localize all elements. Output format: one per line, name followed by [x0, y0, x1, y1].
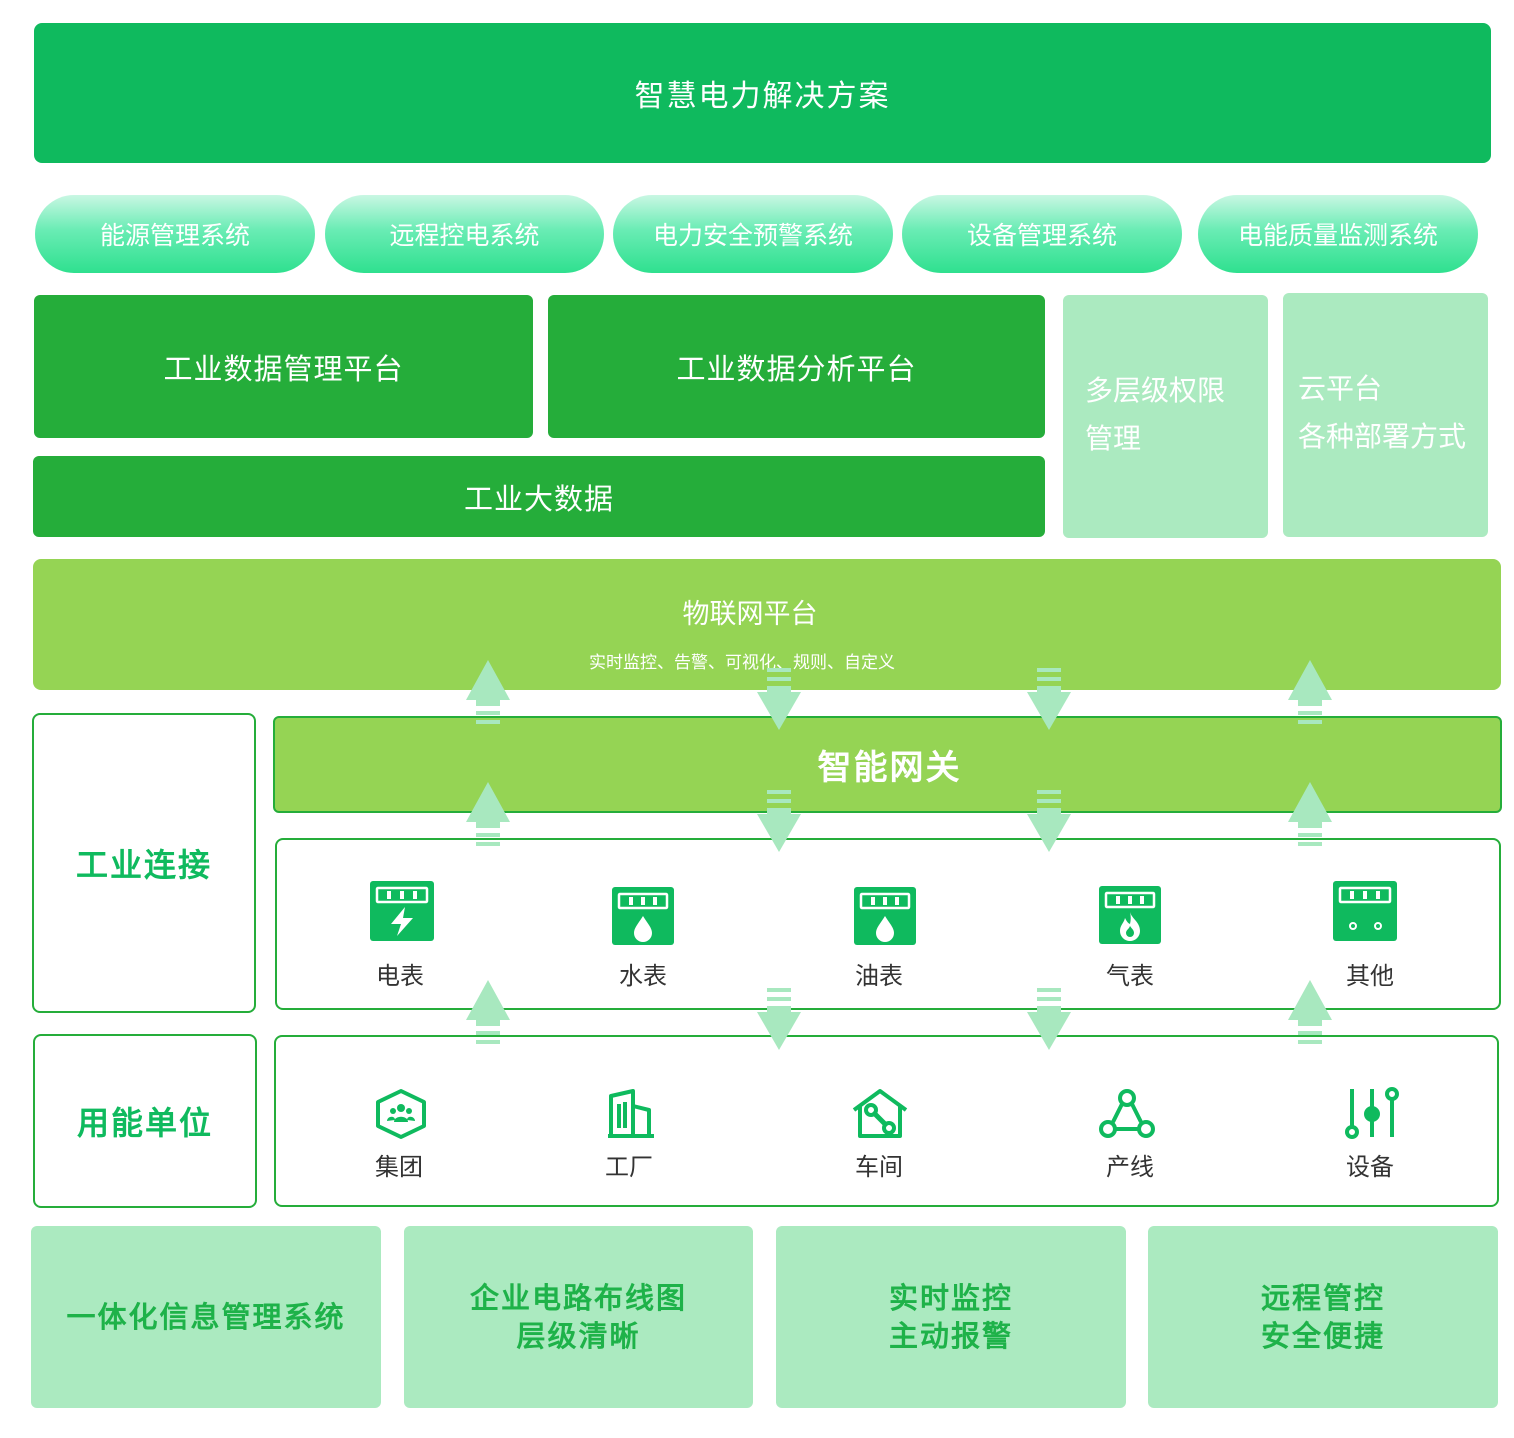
unit-label-production-line: 产线: [1106, 1153, 1154, 1181]
energy-units-panel: [274, 1035, 1499, 1207]
cloud-line-2: 各种部署方式: [1298, 420, 1467, 453]
feature-line-2: 层级清晰: [516, 1319, 641, 1353]
system-pill-power-quality[interactable]: 电能质量监测系统: [1198, 195, 1478, 273]
unit-label-equipment: 设备: [1346, 1153, 1394, 1181]
system-pill-energy[interactable]: 能源管理系统: [35, 195, 315, 273]
equipment-icon: [1343, 1086, 1401, 1140]
feature-integrated-management: 一体化信息管理系统: [31, 1226, 381, 1408]
group-icon: [373, 1088, 429, 1140]
flow-arrow-down-icon: [1027, 782, 1071, 852]
data-analysis-platform: 工业数据分析平台: [548, 295, 1045, 438]
solution-title: 智慧电力解决方案: [34, 23, 1491, 163]
smart-gateway: 智能网关: [273, 716, 1502, 813]
system-pill-device-management[interactable]: 设备管理系统: [902, 195, 1182, 273]
flow-arrow-up-icon: [466, 660, 510, 728]
flow-arrow-down-icon: [1027, 980, 1071, 1050]
workshop-icon: [851, 1088, 909, 1140]
industrial-big-data: 工业大数据: [33, 456, 1045, 537]
iot-platform-subtitle: 实时监控、告警、可视化、规则、自定义: [589, 653, 895, 673]
feature-line-2: 安全便捷: [1260, 1319, 1385, 1353]
system-pill-remote-control[interactable]: 远程控电系统: [325, 195, 604, 273]
industrial-connection-label: 工业连接: [32, 713, 256, 1013]
flow-arrow-down-icon: [757, 660, 801, 730]
unit-label-group: 集团: [375, 1153, 423, 1181]
feature-wiring-diagram: 企业电路布线图 层级清晰: [404, 1226, 753, 1408]
feature-line-1: 一体化信息管理系统: [66, 1300, 346, 1334]
flow-arrow-down-icon: [757, 782, 801, 852]
production-line-icon: [1098, 1088, 1156, 1140]
permission-management-box: 多层级权限 管理: [1063, 295, 1268, 538]
flow-arrow-down-icon: [1027, 660, 1071, 730]
flow-arrow-down-icon: [757, 980, 801, 1050]
flow-arrow-up-icon: [1288, 980, 1332, 1048]
permission-line-1: 多层级权限: [1085, 374, 1226, 407]
meter-label-electric: 电表: [376, 962, 424, 990]
feature-remote-control: 远程管控 安全便捷: [1148, 1226, 1498, 1408]
electric-meter-icon: [369, 880, 435, 942]
unit-label-workshop: 车间: [855, 1153, 903, 1181]
feature-line-2: 主动报警: [888, 1319, 1013, 1353]
flow-arrow-up-icon: [1288, 782, 1332, 850]
feature-line-1: 实时监控: [888, 1281, 1013, 1315]
flow-arrow-up-icon: [1288, 660, 1332, 728]
meter-label-gas: 气表: [1106, 962, 1154, 990]
flow-arrow-up-icon: [466, 782, 510, 850]
oil-meter-icon: [853, 886, 917, 946]
flow-arrow-up-icon: [466, 980, 510, 1048]
factory-icon: [603, 1088, 659, 1140]
feature-line-1: 远程管控: [1260, 1281, 1385, 1315]
cloud-platform-box: 云平台 各种部署方式: [1283, 293, 1488, 537]
system-pill-safety-warning[interactable]: 电力安全预警系统: [613, 195, 893, 273]
cloud-line-1: 云平台: [1298, 372, 1383, 405]
meter-label-other: 其他: [1346, 962, 1394, 990]
other-meter-icon: [1332, 880, 1398, 942]
energy-unit-label: 用能单位: [33, 1034, 257, 1208]
meter-label-oil: 油表: [855, 962, 903, 990]
meter-label-water: 水表: [619, 962, 667, 990]
water-meter-icon: [611, 886, 675, 946]
feature-line-1: 企业电路布线图: [469, 1281, 687, 1315]
gas-meter-icon: [1098, 885, 1162, 945]
iot-platform-title: 物联网平台: [682, 599, 818, 630]
unit-label-factory: 工厂: [605, 1153, 653, 1181]
permission-line-2: 管理: [1085, 422, 1142, 455]
feature-realtime-monitoring: 实时监控 主动报警: [776, 1226, 1126, 1408]
data-management-platform: 工业数据管理平台: [34, 295, 533, 438]
